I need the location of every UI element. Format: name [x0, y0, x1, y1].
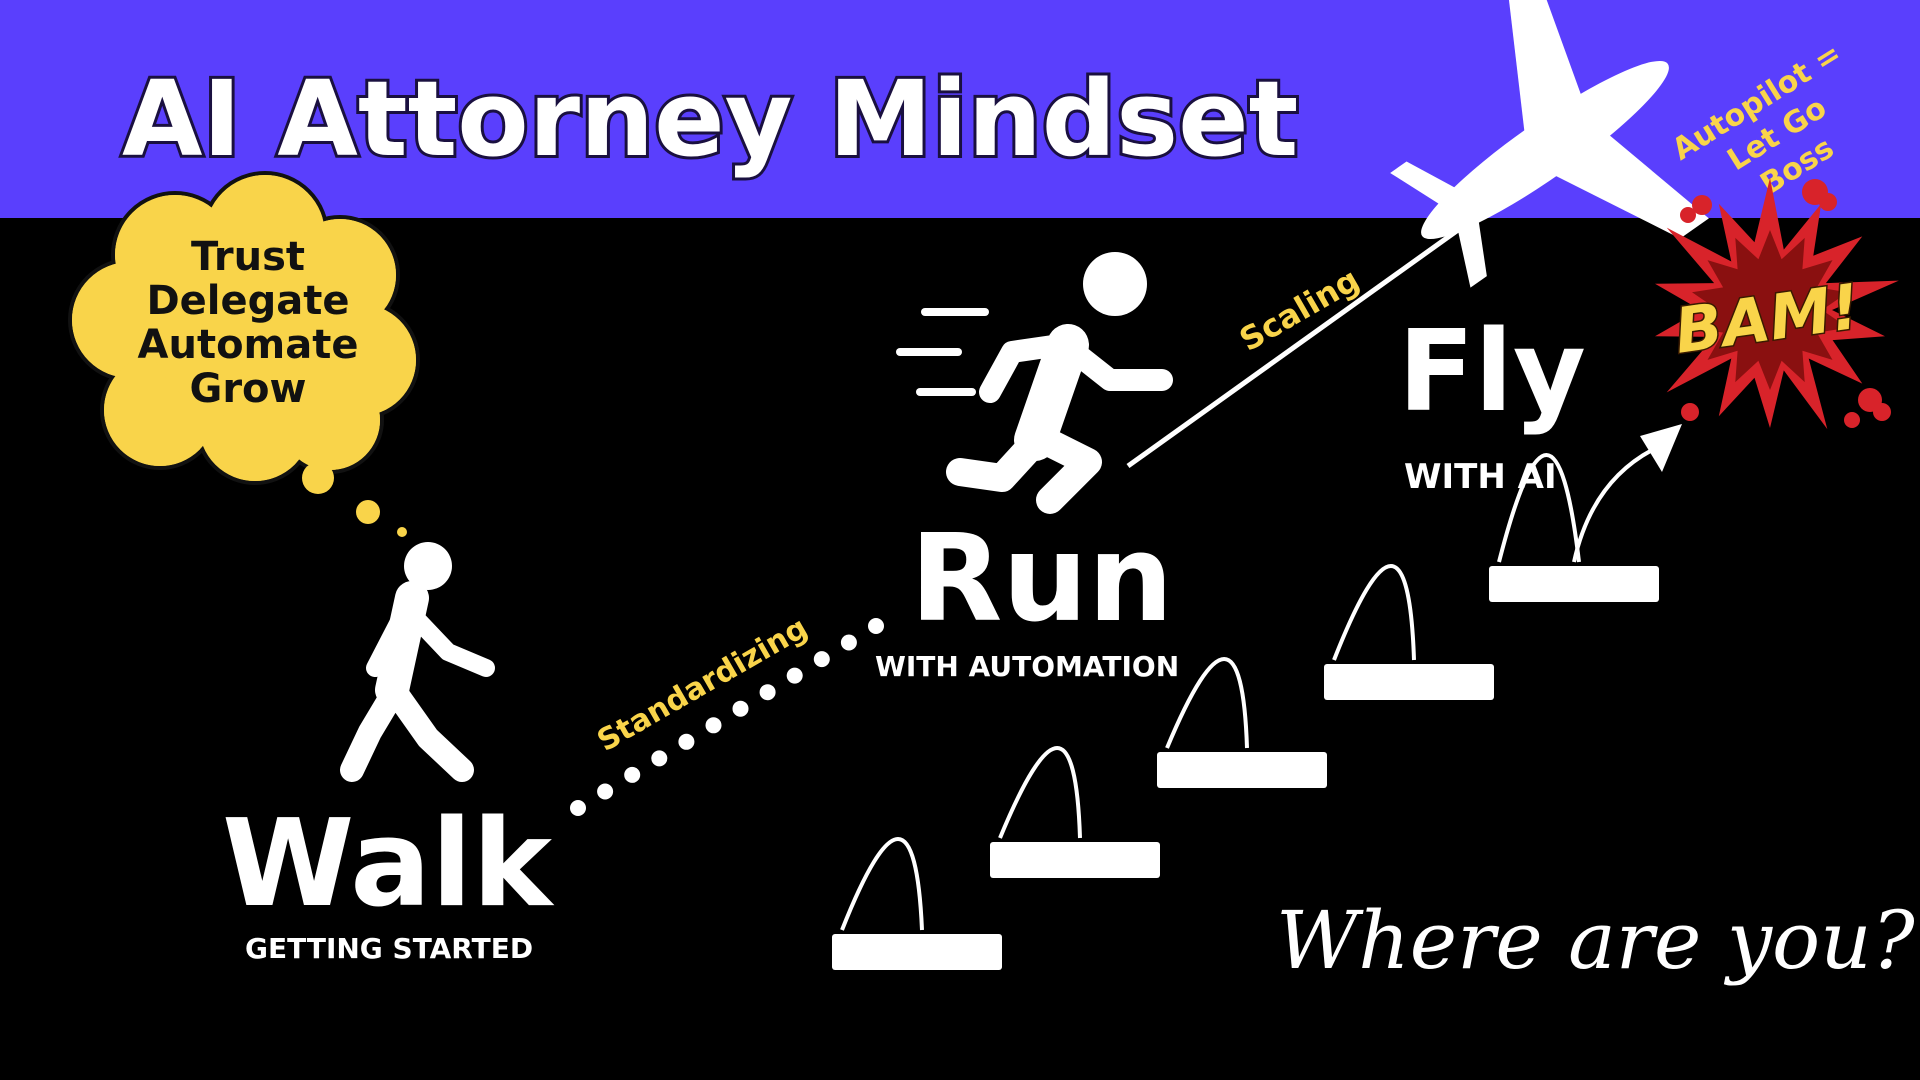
transition-standardizing-label: Standardizing — [592, 610, 814, 759]
path-dot — [705, 717, 722, 734]
thought-line-trust: Trust — [191, 234, 305, 280]
path-dot — [597, 783, 614, 800]
bounce-arc — [1165, 657, 1249, 749]
bounce-arc — [1497, 453, 1581, 563]
standardizing-dotted-path — [570, 618, 884, 816]
stage-walk-sublabel: GETTING STARTED — [245, 932, 533, 965]
stage-walk-label: Walk — [222, 795, 555, 934]
stage-run-sublabel: WITH AUTOMATION — [875, 650, 1179, 683]
stair-step — [1324, 664, 1494, 700]
thought-line-automate: Automate — [138, 322, 359, 368]
path-dot — [840, 634, 857, 651]
path-dot — [759, 684, 776, 701]
question-text: Where are you? — [1276, 894, 1916, 987]
path-dot — [624, 766, 641, 783]
thought-bubble: Trust Delegate Automate Grow — [68, 171, 420, 537]
stair-step — [832, 934, 1002, 970]
rising-arrow — [1572, 446, 1657, 563]
path-dot — [786, 667, 803, 684]
stage-fly-label: Fly — [1398, 307, 1586, 437]
stair-step — [990, 842, 1160, 878]
explosion-burst-icon: BAM! — [1655, 177, 1899, 430]
path-dot — [868, 618, 884, 634]
staircase — [832, 424, 1682, 970]
stair-step — [1157, 752, 1327, 788]
walking-person-icon — [340, 542, 495, 782]
arrow-head-icon — [1640, 424, 1682, 472]
path-dot — [732, 700, 749, 717]
stage-run-label: Run — [910, 510, 1173, 649]
scaling-flight-line — [1126, 197, 1502, 469]
thought-line-grow: Grow — [190, 366, 307, 412]
running-person-icon — [896, 252, 1173, 514]
stair-step — [1489, 566, 1659, 602]
path-dot — [813, 651, 830, 668]
thought-trail-dot — [302, 462, 334, 494]
airplane-icon — [1390, 0, 1709, 288]
bounce-arc — [1332, 564, 1416, 661]
thought-trail-dot — [356, 500, 380, 524]
stage-fly-sublabel: WITH AI — [1404, 457, 1557, 497]
bounce-arc — [998, 746, 1082, 839]
path-dot — [678, 733, 695, 750]
page-title: AI Attorney Mindset — [122, 58, 1298, 180]
bounce-arc — [840, 837, 924, 931]
path-dot — [570, 800, 586, 816]
path-dot — [651, 750, 668, 767]
thought-trail-dot — [397, 527, 407, 537]
autopilot-note: Autopilot = Let Go Boss — [1666, 36, 1847, 202]
thought-line-delegate: Delegate — [146, 278, 349, 324]
